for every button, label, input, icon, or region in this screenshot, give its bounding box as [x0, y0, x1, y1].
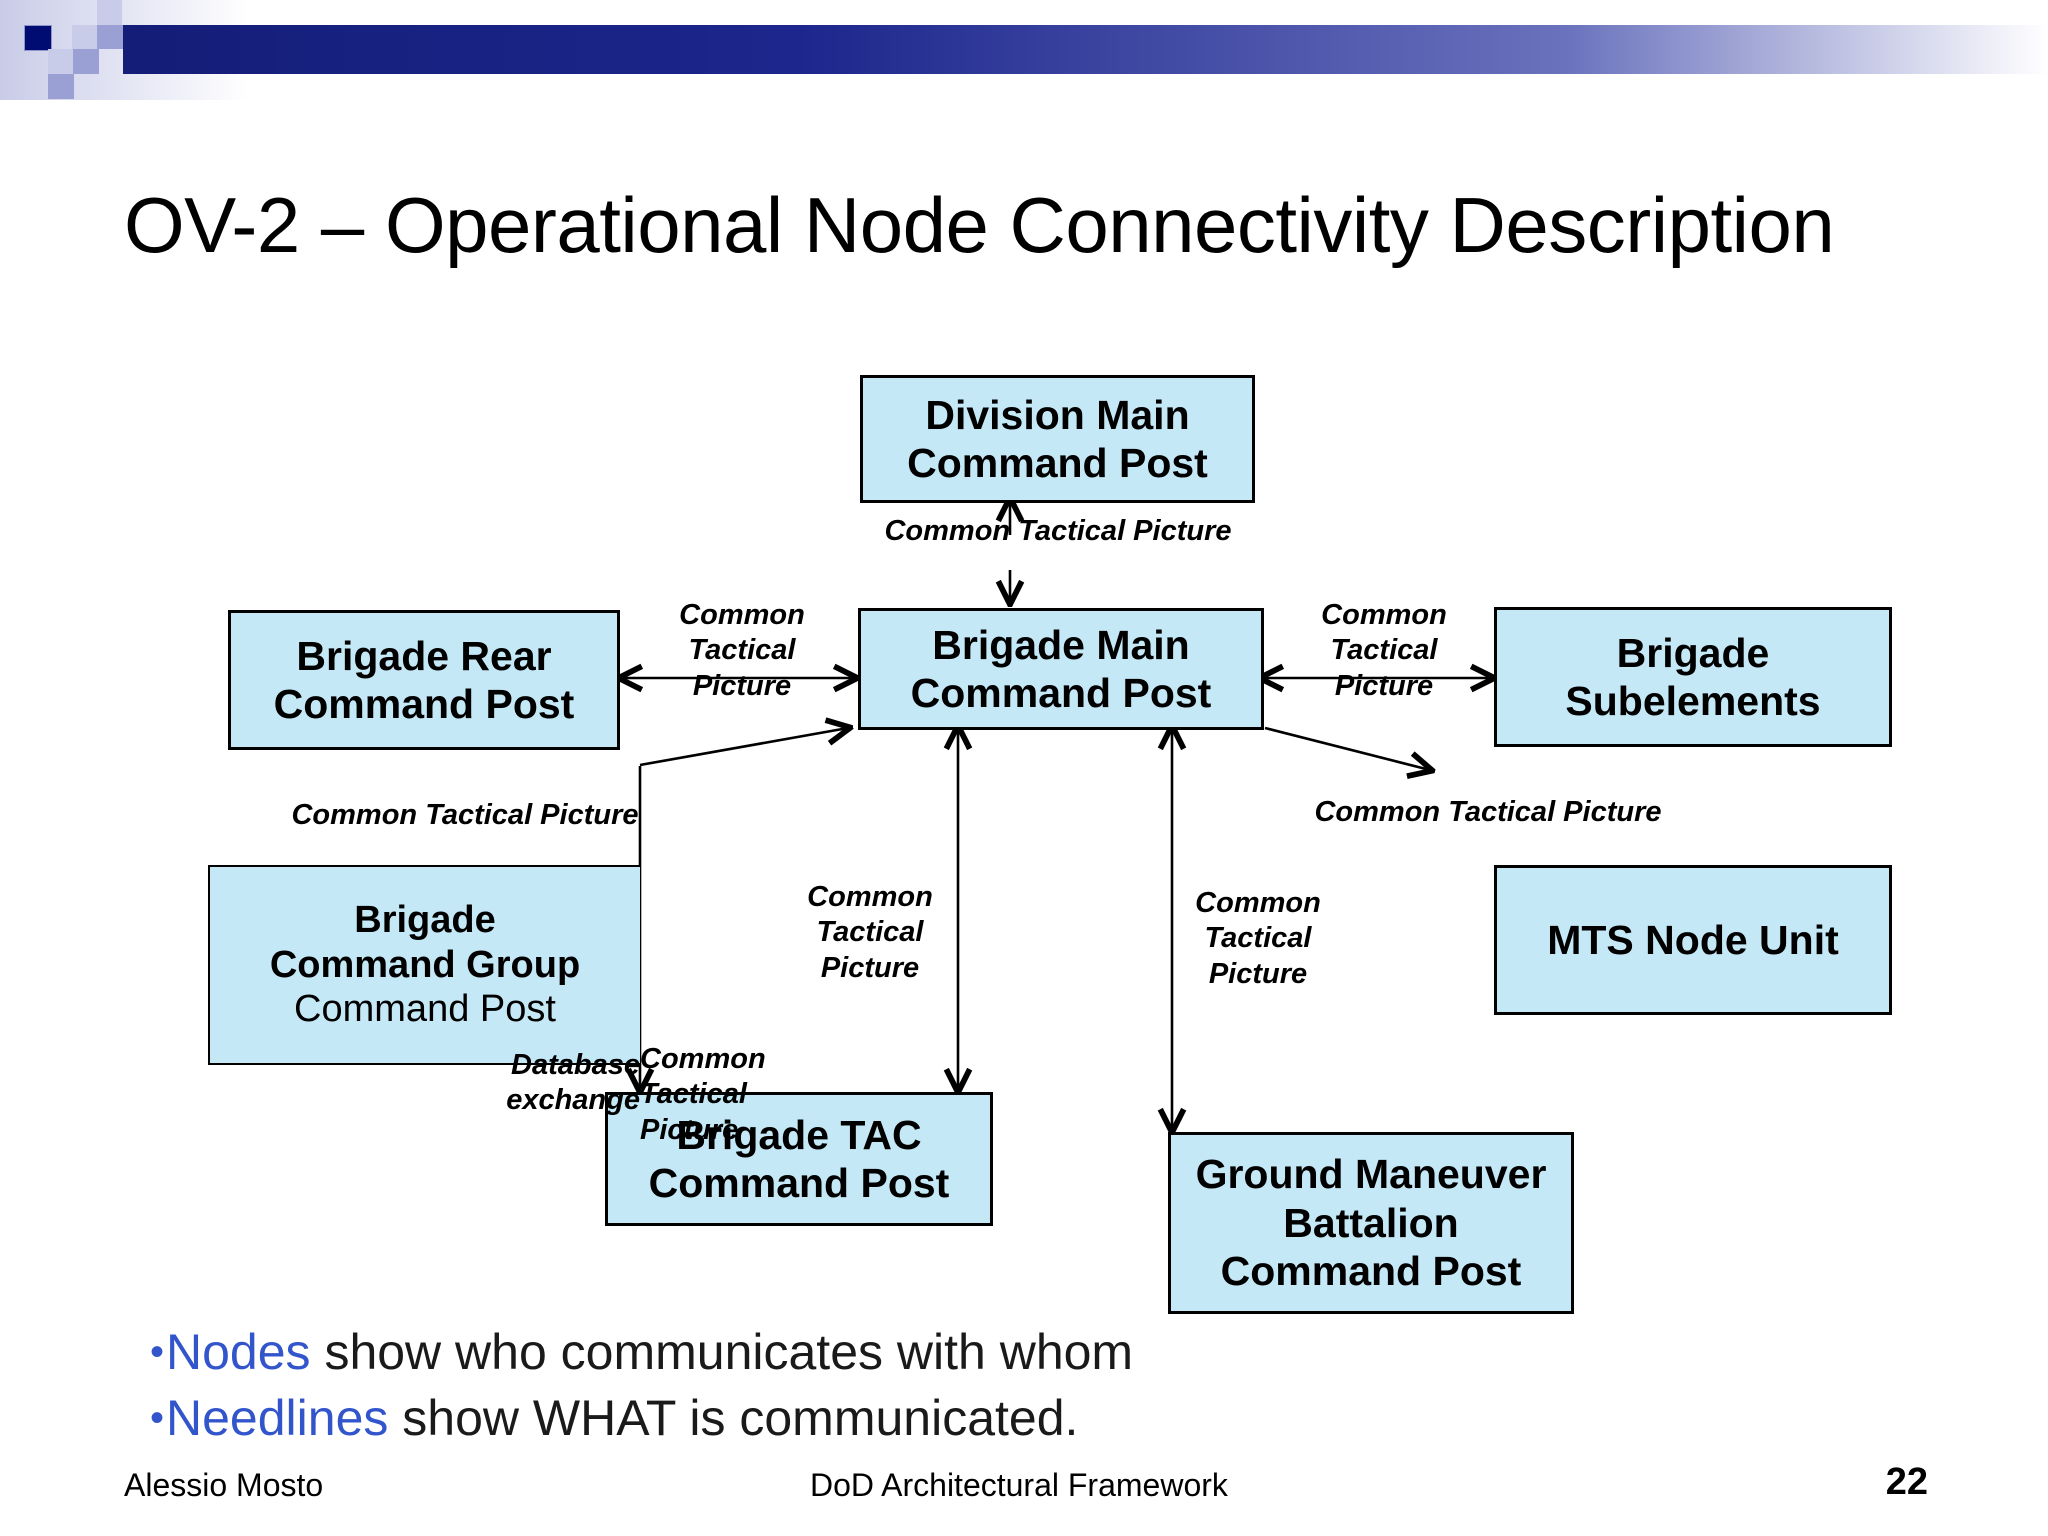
- needline-label-mts-main: Common Tactical Picture: [1314, 796, 1662, 828]
- header-navy-band: [123, 25, 2048, 74]
- page-title: OV-2 – Operational Node Connectivity Des…: [124, 181, 1835, 270]
- bullet-text: show who communicates with whom: [310, 1324, 1134, 1380]
- header-square-row3: [48, 74, 74, 99]
- node-line: Command Post: [648, 1160, 950, 1206]
- node-line: Battalion: [1283, 1199, 1459, 1246]
- node-line: Subelements: [1565, 678, 1821, 724]
- bullet-text: show WHAT is communicated.: [388, 1390, 1079, 1446]
- node-brigade-tac-command-post[interactable]: Brigade TAC Command Post: [605, 1092, 993, 1226]
- node-line: Brigade Main: [932, 621, 1190, 668]
- bullet-dot-icon: •: [150, 1330, 165, 1374]
- node-mts-node-unit[interactable]: MTS Node Unit: [1494, 865, 1892, 1015]
- node-line: MTS Node Unit: [1547, 916, 1839, 963]
- needline-label-division-main: Common Tactical Picture: [884, 515, 1232, 547]
- node-ground-maneuver-battalion-command-post[interactable]: Ground Maneuver Battalion Command Post: [1168, 1132, 1574, 1314]
- bullet-keyword: Nodes: [166, 1324, 311, 1380]
- needline-label-main-subelements: Common Tactical Picture: [1321, 599, 1447, 702]
- header-square-mid-2: [97, 25, 123, 49]
- footer-author: Alessio Mosto: [124, 1467, 324, 1503]
- node-line: Command Post: [294, 988, 556, 1031]
- node-line: Division Main: [925, 391, 1190, 438]
- decorative-header-banner: [0, 0, 2048, 120]
- needline-label-main-ground-maneuver: Common Tactical Picture: [1195, 887, 1321, 990]
- needline-label-rear-main: Common Tactical Picture: [679, 599, 805, 702]
- node-line: Ground Maneuver: [1195, 1151, 1547, 1198]
- slide-footer: Alessio Mosto DoD Architectural Framewor…: [0, 1455, 2048, 1525]
- header-square-row2-1: [48, 49, 74, 74]
- bullet-list: •Nodes show who communicates with whom •…: [150, 1325, 1750, 1457]
- needline-label-tac-common-tactical-picture: Common Tactical Picture: [640, 1043, 766, 1146]
- node-line: Brigade Rear: [296, 632, 552, 679]
- node-line: Command Group: [269, 943, 581, 986]
- header-square-mid-1: [72, 25, 98, 49]
- needline-label-database-exchange: Database exchange: [506, 1049, 640, 1117]
- node-brigade-subelements[interactable]: Brigade Subelements: [1494, 607, 1892, 747]
- bullet-item-nodes: •Nodes show who communicates with whom: [150, 1325, 1750, 1379]
- needline-label-main-tac: Common Tactical Picture: [807, 881, 933, 984]
- needline-label-command-group-main: Common Tactical Picture: [291, 799, 639, 831]
- ov2-node-connectivity-diagram: Division Main Command Post Brigade Rear …: [0, 330, 2048, 1330]
- header-square-row2-2: [73, 49, 99, 74]
- bullet-dot-icon: •: [150, 1396, 165, 1440]
- node-brigade-rear-command-post[interactable]: Brigade Rear Command Post: [228, 610, 620, 750]
- needline-connectors: [0, 330, 2048, 1330]
- node-brigade-command-group-command-post[interactable]: Brigade Command Group Command Post: [208, 865, 640, 1065]
- bullet-keyword: Needlines: [166, 1390, 389, 1446]
- footer-page-number: 22: [1885, 1461, 1928, 1503]
- node-line: Brigade: [354, 898, 496, 941]
- node-brigade-main-command-post[interactable]: Brigade Main Command Post: [858, 608, 1264, 730]
- footer-center-text: DoD Architectural Framework: [810, 1467, 1228, 1503]
- node-division-main-command-post[interactable]: Division Main Command Post: [860, 375, 1255, 503]
- node-line: Command Post: [907, 440, 1208, 486]
- node-line: Command Post: [273, 681, 575, 727]
- bullet-item-needlines: •Needlines show WHAT is communicated.: [150, 1391, 1750, 1445]
- node-line: Command Post: [910, 670, 1212, 716]
- node-line: Brigade: [1616, 629, 1770, 676]
- node-line: Brigade TAC: [676, 1111, 922, 1158]
- node-line: Command Post: [1220, 1248, 1522, 1295]
- header-square-navy: [24, 25, 52, 51]
